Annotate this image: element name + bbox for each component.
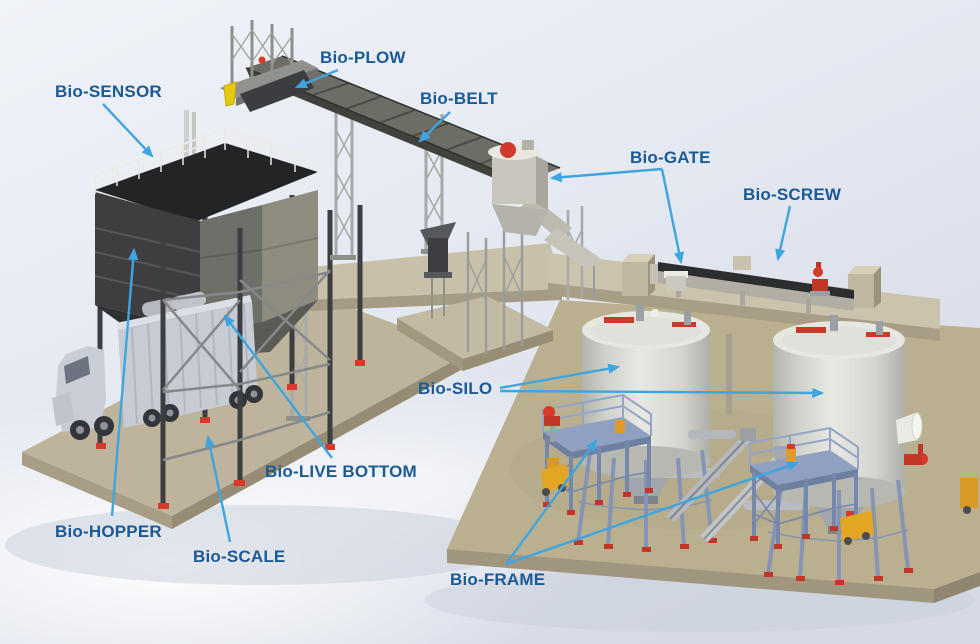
label-bio-scale: Bio-SCALE	[193, 547, 285, 566]
silo-top-fittings	[604, 305, 696, 327]
support-frame-1	[542, 393, 653, 515]
silo-vent-cone	[896, 412, 923, 444]
annotations: Bio-SENSOR Bio-PLOW Bio-BELT Bio-GATE Bi…	[55, 48, 842, 589]
slide-gate	[664, 271, 688, 291]
frame-equipment	[615, 420, 625, 433]
label-bio-screw: Bio-SCREW	[743, 185, 842, 204]
leader-bio-hopper	[110, 247, 139, 517]
yellow-blower-2	[840, 511, 874, 545]
label-bio-plow: Bio-PLOW	[320, 48, 406, 67]
leader-bio-plow	[294, 68, 339, 89]
leader-bio-gate	[549, 167, 685, 265]
transfer-gate-tower	[420, 140, 600, 354]
belt-trestle	[334, 98, 354, 258]
gate-drive-motor	[500, 142, 516, 158]
label-bio-gate: Bio-GATE	[630, 148, 711, 167]
leader-bio-silo	[499, 363, 825, 399]
leader-bio-live-bottom	[223, 314, 333, 459]
leader-bio-scale	[205, 434, 232, 543]
label-bio-silo: Bio-SILO	[418, 379, 492, 398]
label-bio-hopper: Bio-HOPPER	[55, 522, 162, 541]
leader-bio-frame	[505, 439, 800, 566]
incline-belt-conveyor	[245, 55, 584, 300]
scale-load-cells	[96, 360, 365, 509]
hopper-top-railing	[94, 127, 319, 194]
leader-bio-sensor	[102, 103, 154, 158]
label-bio-belt: Bio-BELT	[420, 89, 498, 108]
rotary-valve	[810, 262, 830, 296]
frame-equipment	[786, 444, 796, 462]
rotary-valve	[904, 444, 928, 465]
warning-beacon	[223, 81, 237, 107]
leader-bio-belt	[418, 111, 451, 143]
label-bio-sensor: Bio-SENSOR	[55, 82, 162, 101]
elevated-walkway	[272, 243, 562, 421]
leader-bio-screw	[775, 205, 792, 262]
yellow-blower-3	[960, 478, 978, 514]
drop-chute	[420, 222, 456, 318]
label-bio-frame: Bio-FRAME	[450, 570, 545, 589]
frame-valve	[543, 406, 560, 442]
tower-front-bracing	[96, 210, 365, 509]
label-bio-live-bottom: Bio-LIVE BOTTOM	[265, 462, 417, 481]
silo-top-fittings	[796, 315, 890, 337]
